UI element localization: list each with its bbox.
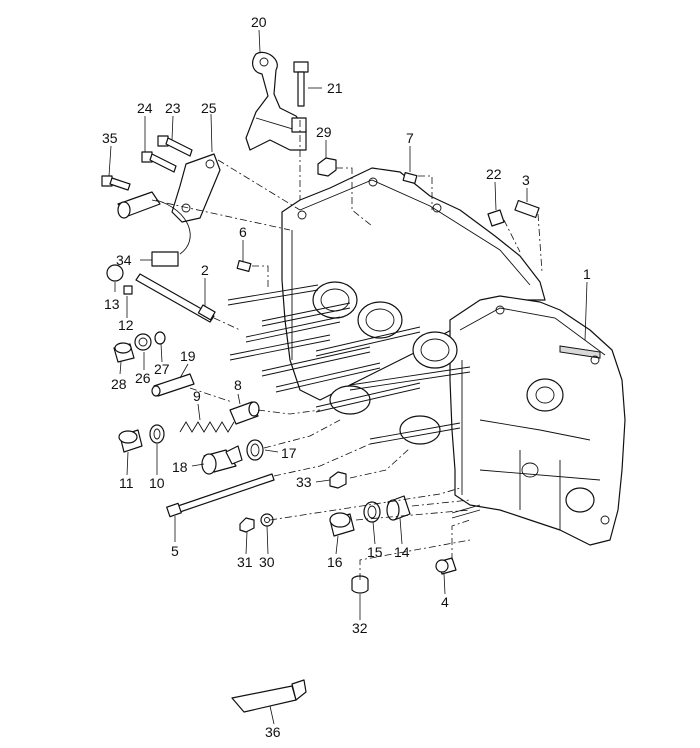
label-32: 32	[352, 620, 368, 636]
alignment-lines	[151, 120, 543, 580]
label-23: 23	[165, 100, 181, 116]
leader-lines	[108, 29, 588, 725]
part-34-sensor	[117, 191, 191, 267]
part-14-sleeve	[386, 495, 411, 521]
label-15: 15	[367, 544, 383, 560]
part-35-bolt	[101, 175, 131, 191]
part-33-nut	[329, 471, 347, 489]
label-27: 27	[154, 361, 170, 377]
label-30: 30	[259, 554, 275, 570]
part-21-bolt	[291, 61, 309, 133]
label-18: 18	[172, 459, 188, 475]
label-4: 4	[441, 594, 449, 610]
part-7-pin	[402, 171, 418, 185]
label-13: 13	[104, 296, 120, 312]
label-12: 12	[118, 317, 134, 333]
label-8: 8	[234, 377, 242, 393]
part-23-bolt	[157, 135, 193, 157]
crankcase-housing	[281, 167, 626, 546]
part-10-seal	[149, 424, 165, 444]
label-1: 1	[583, 266, 591, 282]
part-19-pin	[151, 373, 195, 397]
label-31: 31	[237, 554, 253, 570]
label-5: 5	[171, 543, 179, 559]
label-22: 22	[486, 166, 502, 182]
part-9-spring	[179, 421, 235, 433]
part-24-bolt	[141, 151, 177, 173]
label-35: 35	[102, 130, 118, 146]
label-10: 10	[149, 475, 165, 491]
part-6-pin	[236, 259, 252, 273]
part-11-plug	[118, 429, 143, 453]
label-9: 9	[193, 388, 201, 404]
label-3: 3	[522, 172, 530, 188]
part-5-stud	[166, 473, 275, 518]
part-4-cap	[435, 557, 457, 575]
part-36-sealant-tube	[231, 679, 307, 713]
label-14: 14	[394, 544, 410, 560]
part-25-bracket	[171, 153, 221, 223]
part-26-seal	[134, 333, 152, 351]
part-17-seal	[246, 439, 264, 461]
label-6: 6	[239, 224, 247, 240]
label-16: 16	[327, 554, 343, 570]
part-15-seal	[363, 501, 381, 523]
part-20-bracket	[245, 51, 307, 151]
label-33: 33	[296, 474, 312, 490]
label-28: 28	[111, 376, 127, 392]
part-8-piston	[229, 401, 260, 425]
part-27-ring	[154, 331, 166, 345]
part-18-fitting	[201, 445, 243, 475]
label-36: 36	[265, 724, 281, 740]
label-17: 17	[281, 445, 297, 461]
part-28-plug	[113, 342, 135, 363]
part-13-plug	[106, 264, 124, 282]
label-7: 7	[406, 130, 414, 146]
part-16-plug	[329, 512, 355, 537]
label-21: 21	[327, 80, 343, 96]
part-2-stud	[135, 273, 216, 323]
part-labels: 20 21 24 23 25 35 29 7 22 3 1 6 34 2 13 …	[102, 14, 591, 740]
label-29: 29	[316, 124, 332, 140]
label-20: 20	[251, 14, 267, 30]
part-22-cap	[487, 209, 505, 227]
crankcase-studs	[227, 284, 481, 519]
label-2: 2	[201, 262, 209, 278]
label-34: 34	[116, 252, 132, 268]
part-31-nut	[239, 517, 255, 533]
label-19: 19	[180, 348, 196, 364]
label-25: 25	[201, 100, 217, 116]
label-24: 24	[137, 100, 153, 116]
part-29-nut	[317, 157, 337, 177]
part-3-pin	[514, 199, 540, 219]
label-11: 11	[119, 475, 134, 491]
part-12-pin	[123, 285, 133, 295]
label-26: 26	[135, 370, 151, 386]
